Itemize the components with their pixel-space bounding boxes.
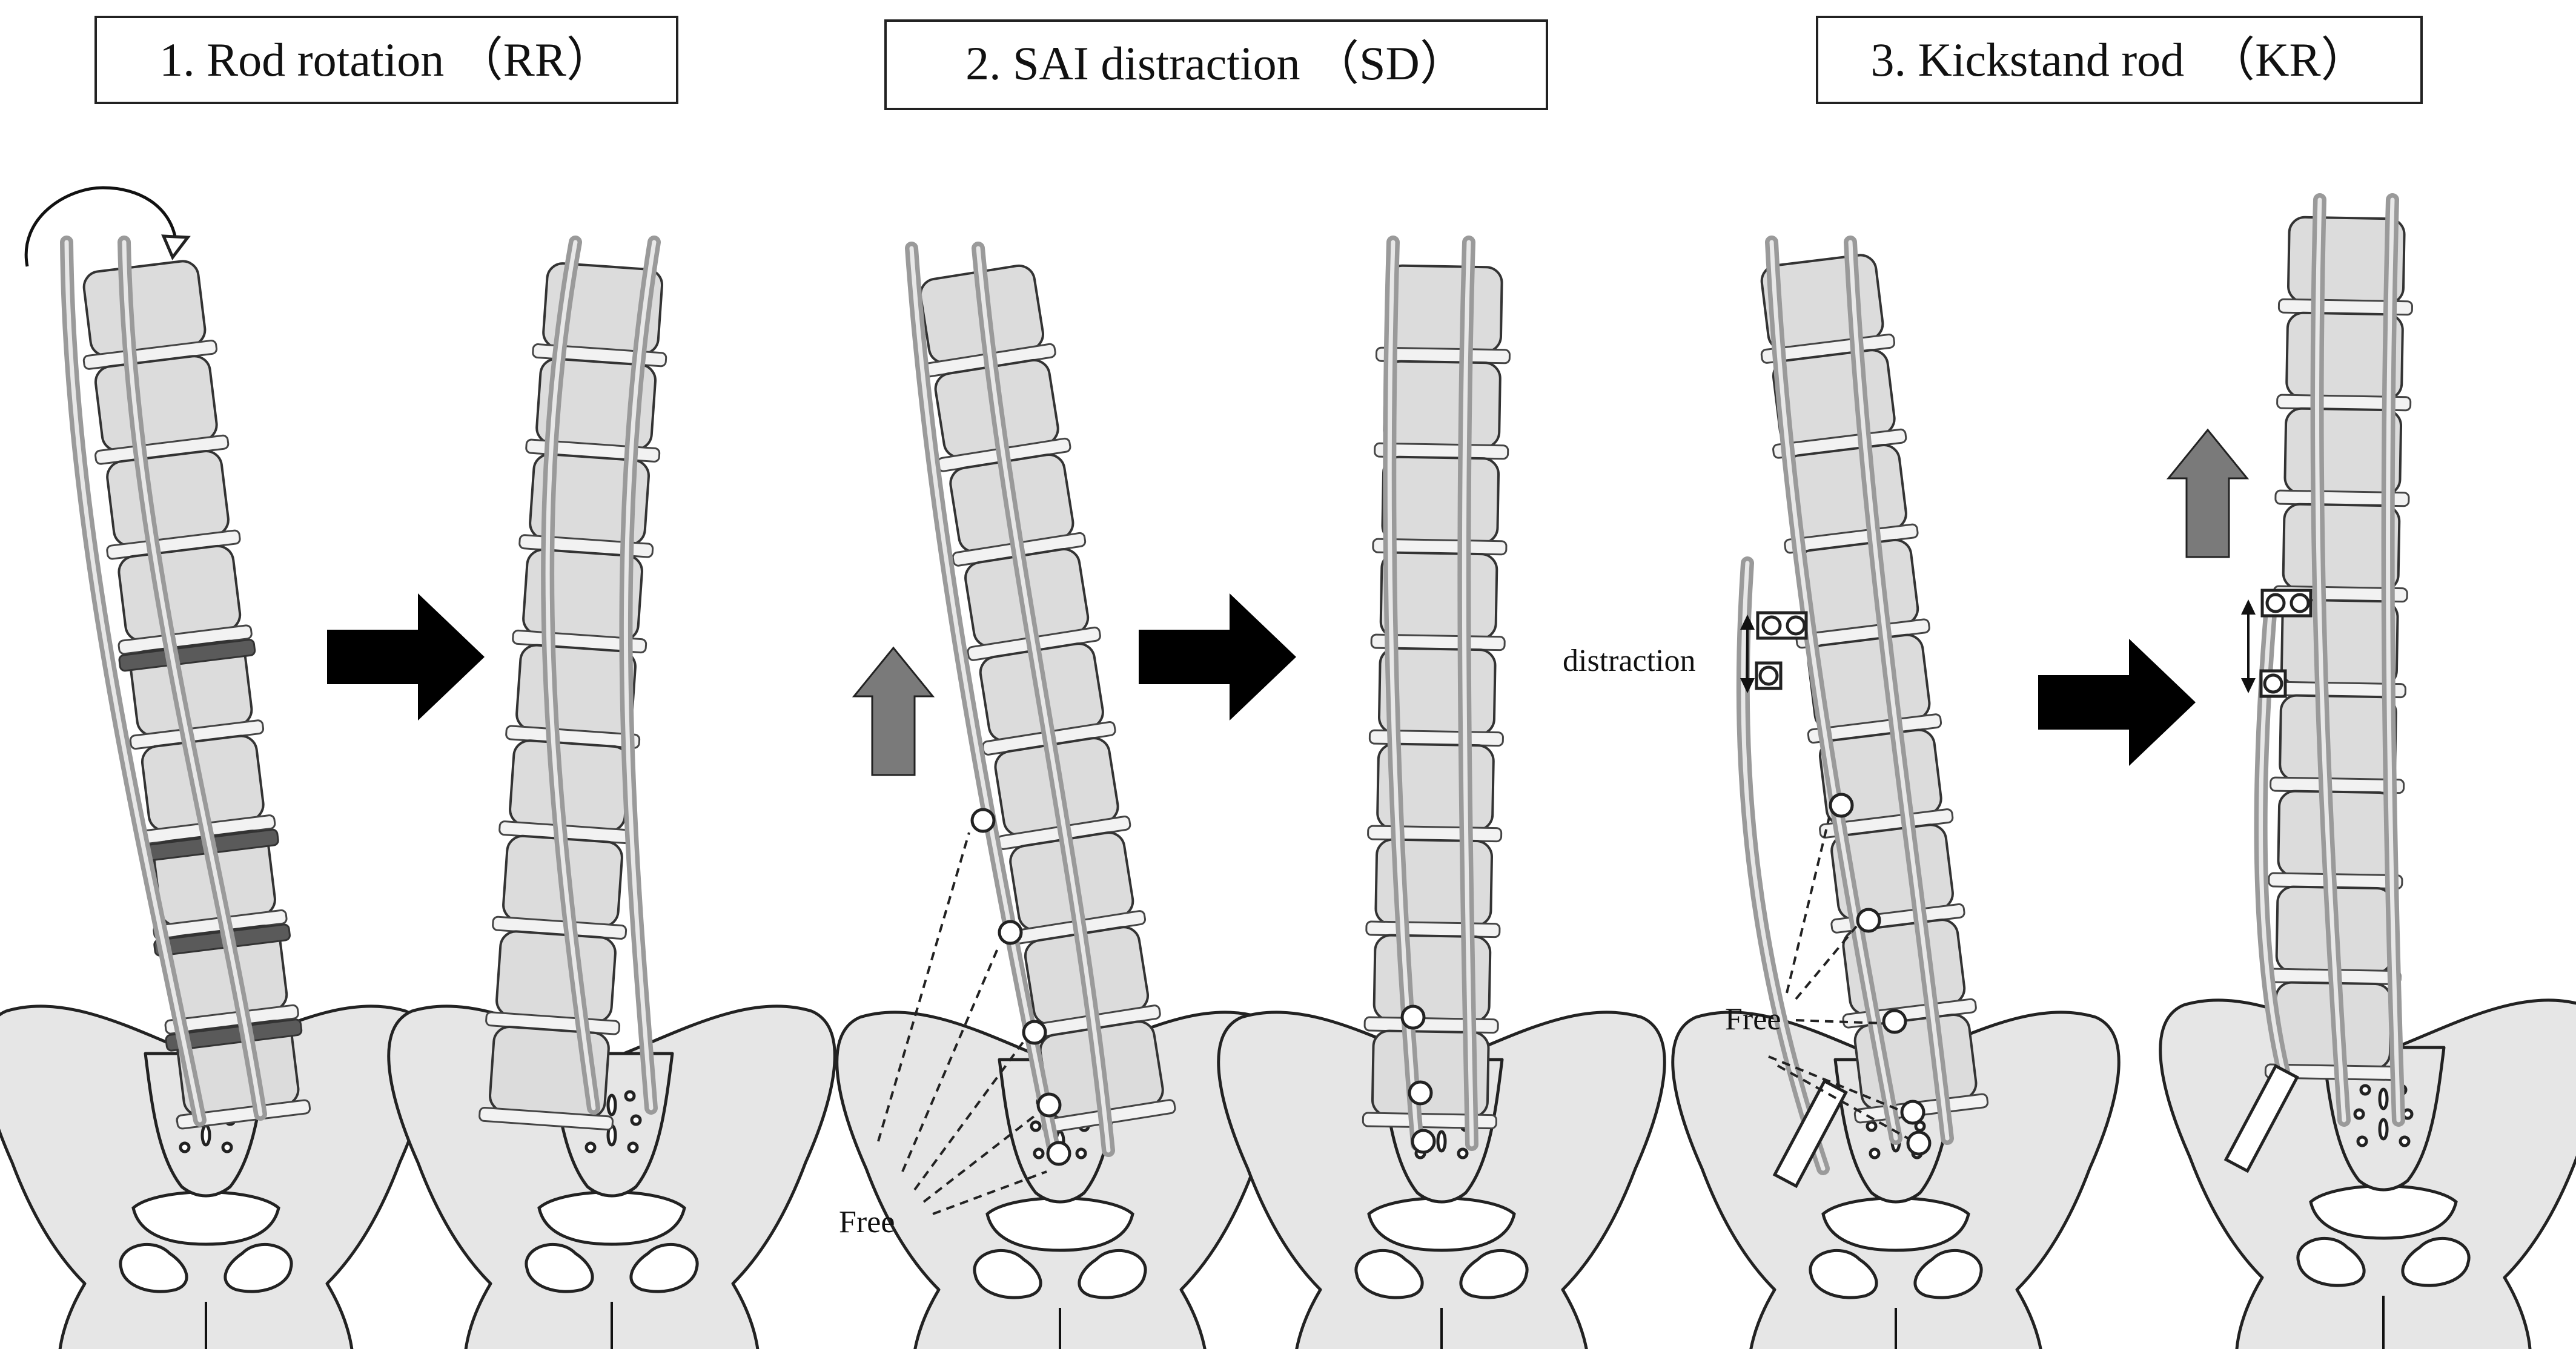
right-arrow-icon (2038, 639, 2196, 766)
free-screw (1022, 1020, 1047, 1045)
spine-rr-after (389, 236, 835, 1349)
panel-title-sd: 2. SAI distraction （SD） (884, 19, 1548, 110)
rotation-arrow-head (161, 234, 191, 260)
spine-rr-before (0, 186, 429, 1349)
free-label-kr: Free (1725, 1002, 1781, 1037)
free-screw (970, 808, 996, 833)
distraction-label: distraction (1563, 644, 1696, 678)
free-label-sd: Free (839, 1205, 895, 1239)
curved-rotation-arrow-icon (24, 186, 177, 267)
panel-title-rr: 1. Rod rotation （RR） (94, 16, 678, 104)
free-screw (998, 920, 1023, 945)
spine-sd-after (1219, 236, 1664, 1349)
panel-title-sd-text: 2. SAI distraction （SD） (965, 37, 1467, 90)
panel-title-kr-text: 3. Kickstand rod （KR） (1870, 33, 2368, 86)
free-screw (1036, 1092, 1062, 1118)
right-arrow-icon (327, 593, 485, 721)
right-arrow-icon (1139, 593, 1296, 721)
spine-sd-before: Free (837, 242, 1283, 1349)
free-screw (1046, 1141, 1071, 1166)
spine-kr-before: distraction Free (1563, 236, 2119, 1349)
up-arrow-icon (853, 647, 934, 776)
pelvis-rr-after (389, 1006, 835, 1349)
spine-kr-after (2160, 193, 2576, 1349)
up-arrow-icon (2167, 429, 2248, 558)
panel-title-kr: 3. Kickstand rod （KR） (1816, 16, 2423, 104)
panel-title-rr-text: 1. Rod rotation （RR） (159, 33, 614, 86)
